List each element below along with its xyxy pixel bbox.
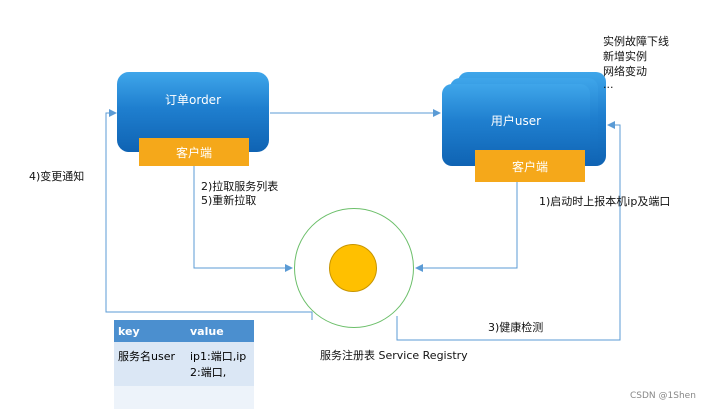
pull-list-arrow <box>193 166 293 272</box>
table-header-value: value <box>186 320 254 342</box>
step-register: 1)启动时上报本机ip及端口 <box>539 195 671 208</box>
table-cell-value: ip1:端口,ip2:端口, <box>186 342 254 386</box>
step-notify-change: 4)变更通知 <box>29 170 85 183</box>
user-client-box: 客户端 <box>475 150 585 182</box>
table-row-empty <box>114 386 254 409</box>
register-arrow <box>415 182 518 272</box>
table-header-key: key <box>114 320 186 342</box>
instance-event-1: 实例故障下线 <box>603 35 669 48</box>
table-row: 服务名user ip1:端口,ip2:端口, <box>114 342 254 386</box>
registry-table: key value 服务名user ip1:端口,ip2:端口, <box>114 320 254 409</box>
registry-core <box>329 244 377 292</box>
step-pull-list: 2)拉取服务列表 <box>201 180 279 193</box>
order-service-label: 订单order <box>165 92 221 107</box>
order-client-label: 客户端 <box>175 145 212 160</box>
order-client-box: 客户端 <box>139 138 249 166</box>
step-repull: 5)重新拉取 <box>201 194 257 207</box>
health-check-arrow <box>396 121 621 341</box>
table-cell-key: 服务名user <box>114 342 186 386</box>
watermark: CSDN @1Shen <box>630 391 696 401</box>
user-client-label: 客户端 <box>511 159 548 174</box>
instance-event-3: 网络变动 <box>603 65 647 78</box>
instance-event-4: ... <box>603 78 614 91</box>
registry-label: 服务注册表 Service Registry <box>320 349 468 362</box>
user-service-label: 用户user <box>490 113 542 128</box>
step-health-check: 3)健康检测 <box>488 321 544 334</box>
instance-event-2: 新增实例 <box>603 50 647 63</box>
notify-change-arrow <box>105 109 313 320</box>
